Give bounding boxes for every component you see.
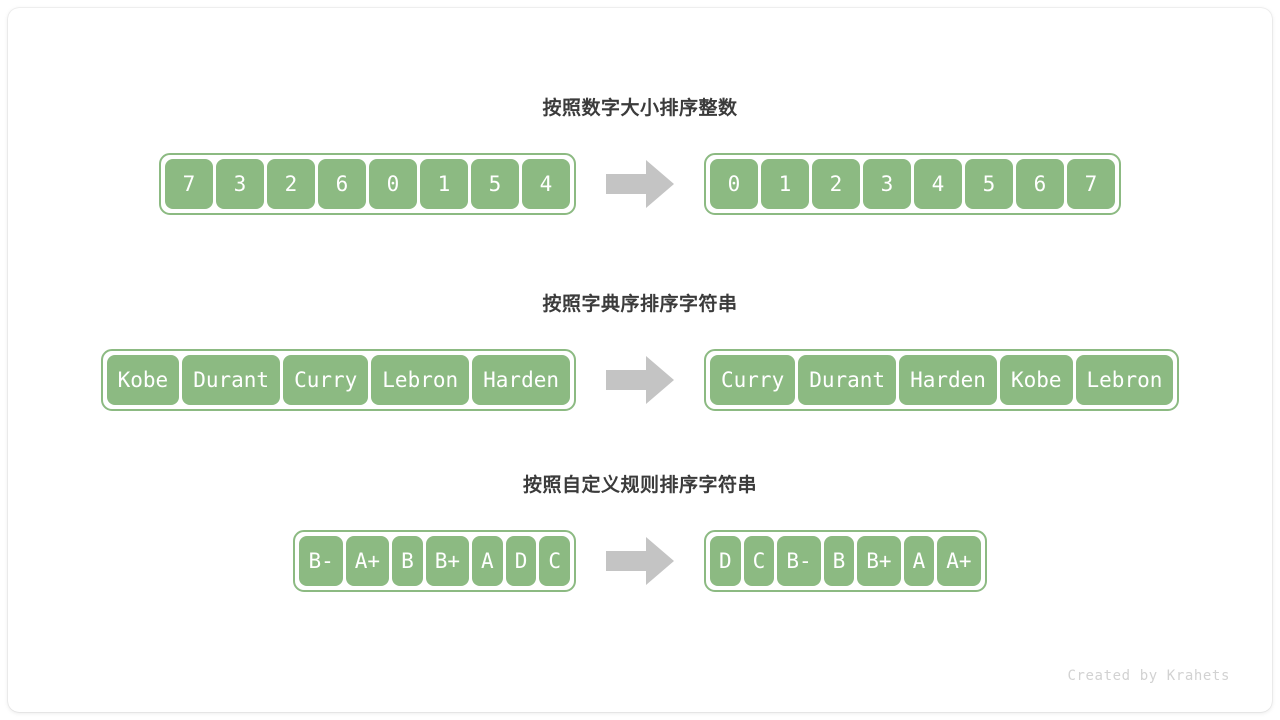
array-cell: Kobe — [106, 355, 180, 405]
diagram-sort-lexicographic: Kobe Durant Curry Lebron Harden Curry Du… — [8, 344, 1272, 416]
array-cell: 7 — [165, 159, 213, 209]
right-arrow-icon — [604, 533, 676, 589]
section-sort-custom-rule: 按照自定义规则排序字符串 B- A+ B B+ A D C D — [8, 473, 1272, 597]
array-cell: 4 — [914, 159, 962, 209]
array-cell: Harden — [472, 355, 570, 405]
array-cell: 2 — [267, 159, 315, 209]
figure-card: 按照数字大小排序整数 7 3 2 6 0 1 5 4 — [8, 8, 1272, 712]
array-cell: C — [539, 536, 570, 586]
output-array-grades: D C B- B B+ A A+ — [704, 530, 987, 592]
array-cell: B+ — [425, 536, 470, 586]
array-cell: Lebron — [371, 355, 470, 405]
array-cell: B- — [777, 536, 821, 586]
array-cell: Harden — [899, 355, 997, 405]
array-cell: 3 — [863, 159, 911, 209]
section-title-sort-integers: 按照数字大小排序整数 — [542, 98, 738, 119]
array-cell: 4 — [522, 159, 570, 209]
array-cell: B+ — [857, 536, 901, 586]
array-cell: 0 — [710, 159, 758, 209]
array-cell: Lebron — [1075, 355, 1174, 405]
array-cell: 1 — [761, 159, 809, 209]
array-cell: A — [903, 536, 935, 586]
array-cell: 3 — [216, 159, 264, 209]
array-cell: 6 — [1016, 159, 1064, 209]
array-cell: 7 — [1067, 159, 1115, 209]
array-cell: B — [392, 536, 423, 586]
array-cell: Kobe — [999, 355, 1073, 405]
array-cell: 5 — [965, 159, 1013, 209]
input-array-grades: B- A+ B B+ A D C — [293, 530, 576, 592]
right-arrow-icon — [604, 156, 676, 212]
input-array-strings: Kobe Durant Curry Lebron Harden — [100, 349, 576, 411]
right-arrow-icon — [604, 352, 676, 408]
array-cell: A+ — [345, 536, 390, 586]
array-cell: Durant — [798, 355, 897, 405]
array-cell: C — [743, 536, 775, 586]
diagram-sort-integers: 7 3 2 6 0 1 5 4 0 1 2 — [8, 148, 1272, 220]
array-cell: Curry — [710, 355, 796, 405]
array-cell: A+ — [937, 536, 981, 586]
watermark-credit: Created by Krahets — [1067, 668, 1230, 684]
array-cell: 5 — [471, 159, 519, 209]
input-array-integers: 7 3 2 6 0 1 5 4 — [159, 153, 576, 215]
array-cell: D — [505, 536, 537, 586]
array-cell: B — [823, 536, 855, 586]
array-cell: Curry — [283, 355, 369, 405]
array-cell: 1 — [420, 159, 468, 209]
array-cell: 0 — [369, 159, 417, 209]
array-cell: B- — [299, 536, 343, 586]
array-cell: Durant — [182, 355, 281, 405]
output-array-strings: Curry Durant Harden Kobe Lebron — [704, 349, 1180, 411]
array-cell: D — [710, 536, 741, 586]
section-sort-lexicographic: 按照字典序排序字符串 Kobe Durant Curry Lebron Hard… — [8, 292, 1272, 416]
diagram-sort-custom-rule: B- A+ B B+ A D C D C B- B — [8, 525, 1272, 597]
array-cell: A — [472, 536, 503, 586]
section-sort-integers: 按照数字大小排序整数 7 3 2 6 0 1 5 4 — [8, 96, 1272, 220]
output-array-integers: 0 1 2 3 4 5 6 7 — [704, 153, 1121, 215]
array-cell: 2 — [812, 159, 860, 209]
section-title-sort-custom-rule: 按照自定义规则排序字符串 — [522, 475, 757, 496]
section-title-sort-lexicographic: 按照字典序排序字符串 — [542, 294, 738, 315]
array-cell: 6 — [318, 159, 366, 209]
